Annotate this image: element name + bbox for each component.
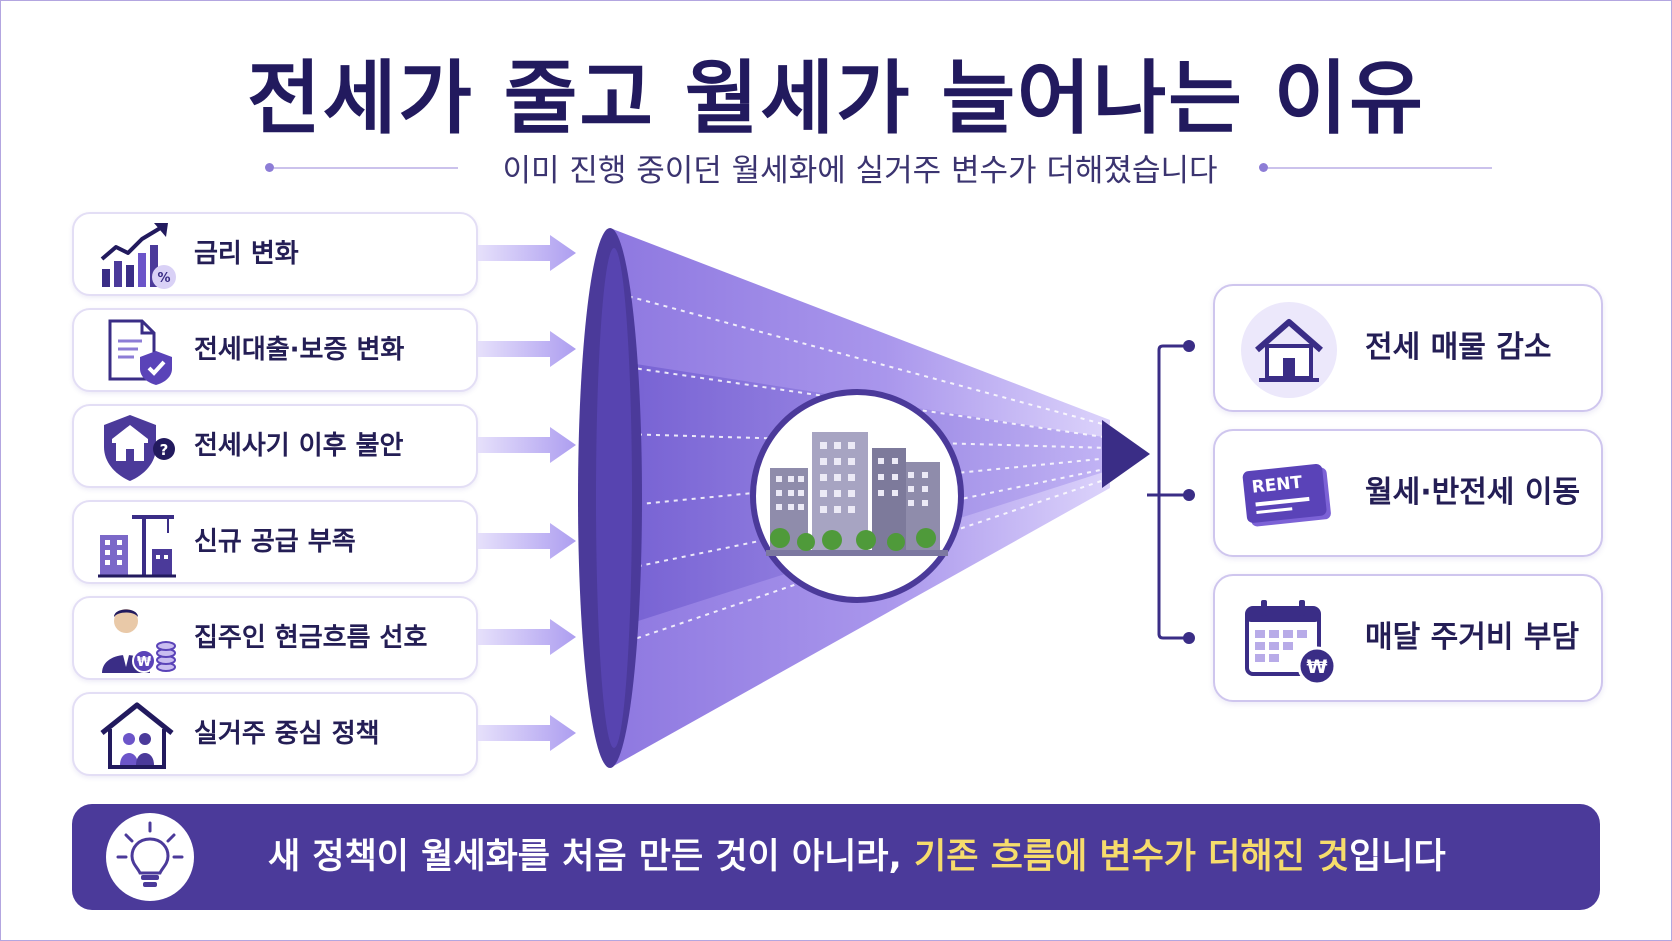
house-icon [1241,302,1337,398]
arrow-landlord [478,619,576,655]
subtitle-line-right [1268,167,1492,169]
arrow-supply [478,523,576,559]
cause-card-landlord: ₩ 집주인 현금흐름 선호 [72,596,478,680]
cause-card-fraud: ? 전세사기 이후 불안 [72,404,478,488]
cause-card-rate: % 금리 변화 [72,212,478,296]
svg-text:?: ? [160,441,169,459]
subtitle-row: 이미 진행 중이던 월세화에 실거주 변수가 더해졌습니다 [0,145,1672,189]
cause-label: 신규 공급 부족 [194,527,356,557]
rent-card-icon: RENT [1242,463,1331,527]
cause-card-loan: 전세대출·보증 변화 [72,308,478,392]
page-title: 전세가 줄고 월세가 늘어나는 이유 [247,52,1425,145]
cause-label: 실거주 중심 정책 [194,719,380,749]
subtitle-line-left [274,167,458,169]
rate-chart-icon: % [100,223,176,289]
funnel-tip [1102,420,1150,488]
banner-text-plain: 새 정책이 월세화를 처음 만든 것이 아니라, [268,837,914,877]
effect-label: 월세·반전세 이동 [1365,475,1581,510]
landlord-coins-icon: ₩ [102,609,176,673]
effect-card-cost: ₩ 매달 주거비 부담 [1213,574,1603,702]
subtitle-dot-left [265,163,274,172]
banner-text-highlight: 기존 흐름에 변수가 더해진 것 [914,837,1350,877]
apartment-buildings-icon [750,389,964,603]
house-shield-question-icon: ? [104,415,175,481]
subtitle: 이미 진행 중이던 월세화에 실거주 변수가 더해졌습니다 [502,153,1218,189]
arrow-loan [478,331,576,367]
arrow-rate [478,235,576,271]
cause-label: 전세대출·보증 변화 [194,335,405,365]
svg-text:%: % [157,271,170,286]
building-crane-icon [98,515,176,578]
effect-card-rent: RENT 월세·반전세 이동 [1213,429,1603,557]
lightbulb-icon [106,813,194,901]
won-coin-symbol: ₩ [137,655,152,670]
banner-text-end: 입니다 [1349,837,1446,877]
arrow-fraud [478,427,576,463]
effect-card-listing: 전세 매물 감소 [1213,284,1603,412]
effect-label: 전세 매물 감소 [1365,330,1552,365]
effect-label: 매달 주거비 부담 [1365,620,1580,655]
funnel-diagram [578,228,1150,768]
conclusion-banner: 새 정책이 월세화를 처음 만든 것이 아니라, 기존 흐름에 변수가 더해진 … [72,804,1600,910]
subtitle-dot-right [1259,163,1268,172]
document-shield-icon [108,319,172,385]
cause-label: 집주인 현금흐름 선호 [194,623,428,653]
won-badge: ₩ [1307,656,1328,678]
branch-connector [1147,340,1195,644]
calendar-won-icon: ₩ [1245,600,1337,686]
cause-label: 금리 변화 [194,239,299,269]
cause-card-policy: 실거주 중심 정책 [72,692,478,776]
banner-text: 새 정책이 월세화를 처음 만든 것이 아니라, 기존 흐름에 변수가 더해진 … [268,804,1446,910]
arrow-policy [478,715,576,751]
cause-card-supply: 신규 공급 부족 [72,500,478,584]
cause-label: 전세사기 이후 불안 [194,431,404,461]
house-family-icon [100,702,174,769]
